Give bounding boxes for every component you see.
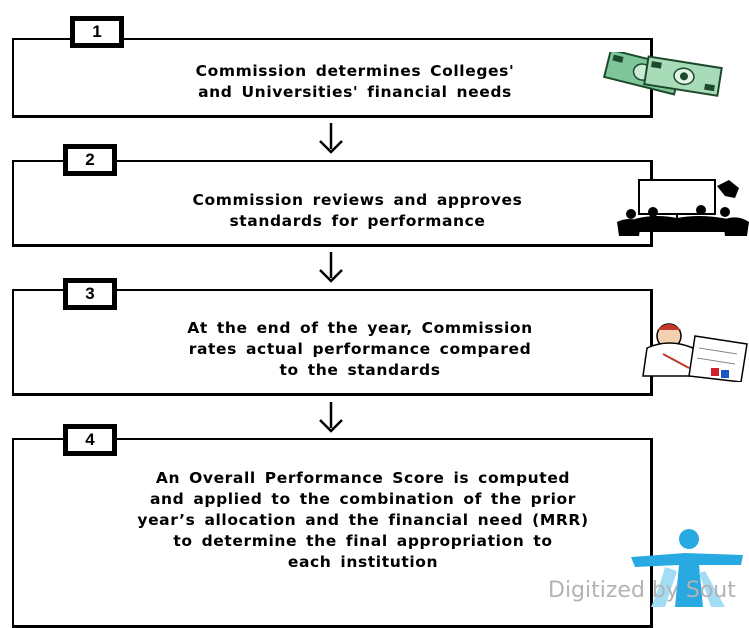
step-4-line-5: each institution (287, 553, 439, 571)
step-2-text: Commission reviews and approves standard… (165, 190, 550, 232)
step-4-line-3: year’s allocation and the financial need… (137, 511, 589, 529)
step-2-box (12, 160, 653, 247)
step-2-number: 2 (63, 144, 117, 176)
thinking-man-icon (642, 323, 748, 382)
arrow-down-3 (319, 402, 343, 433)
step-2-line-2: standards for performance (229, 212, 486, 230)
watermark-text: Digitized by Sout (548, 578, 736, 603)
step-3-line-1: At the end of the year, Commission (187, 319, 533, 337)
step-1-text: Commission determines Colleges' and Univ… (170, 61, 540, 103)
step-3-line-2: rates actual performance compared (188, 340, 532, 358)
step-4-line-2: and applied to the combination of the pr… (149, 490, 577, 508)
step-1-line-1: Commission determines Colleges' (195, 62, 515, 80)
arrow-down-1 (319, 123, 343, 154)
step-4-text: An Overall Performance Score is computed… (118, 468, 608, 573)
step-1-box (12, 38, 653, 118)
step-1-number: 1 (70, 16, 124, 48)
step-2-line-1: Commission reviews and approves (192, 191, 523, 209)
step-3-text: At the end of the year, Commission rates… (155, 318, 565, 381)
meeting-icon (617, 179, 749, 236)
step-1-line-2: and Universities' financial needs (198, 83, 512, 101)
step-3-line-3: to the standards (279, 361, 441, 379)
step-4-number: 4 (63, 424, 117, 456)
logo-person-icon (631, 529, 743, 607)
arrow-down-2 (319, 252, 343, 283)
step-4-box (12, 438, 653, 628)
money-icon (602, 52, 723, 97)
step-3-box (12, 289, 653, 396)
step-3-number: 3 (63, 278, 117, 310)
step-4-line-4: to determine the final appropriation to (173, 532, 553, 550)
step-4-line-1: An Overall Performance Score is computed (155, 469, 571, 487)
